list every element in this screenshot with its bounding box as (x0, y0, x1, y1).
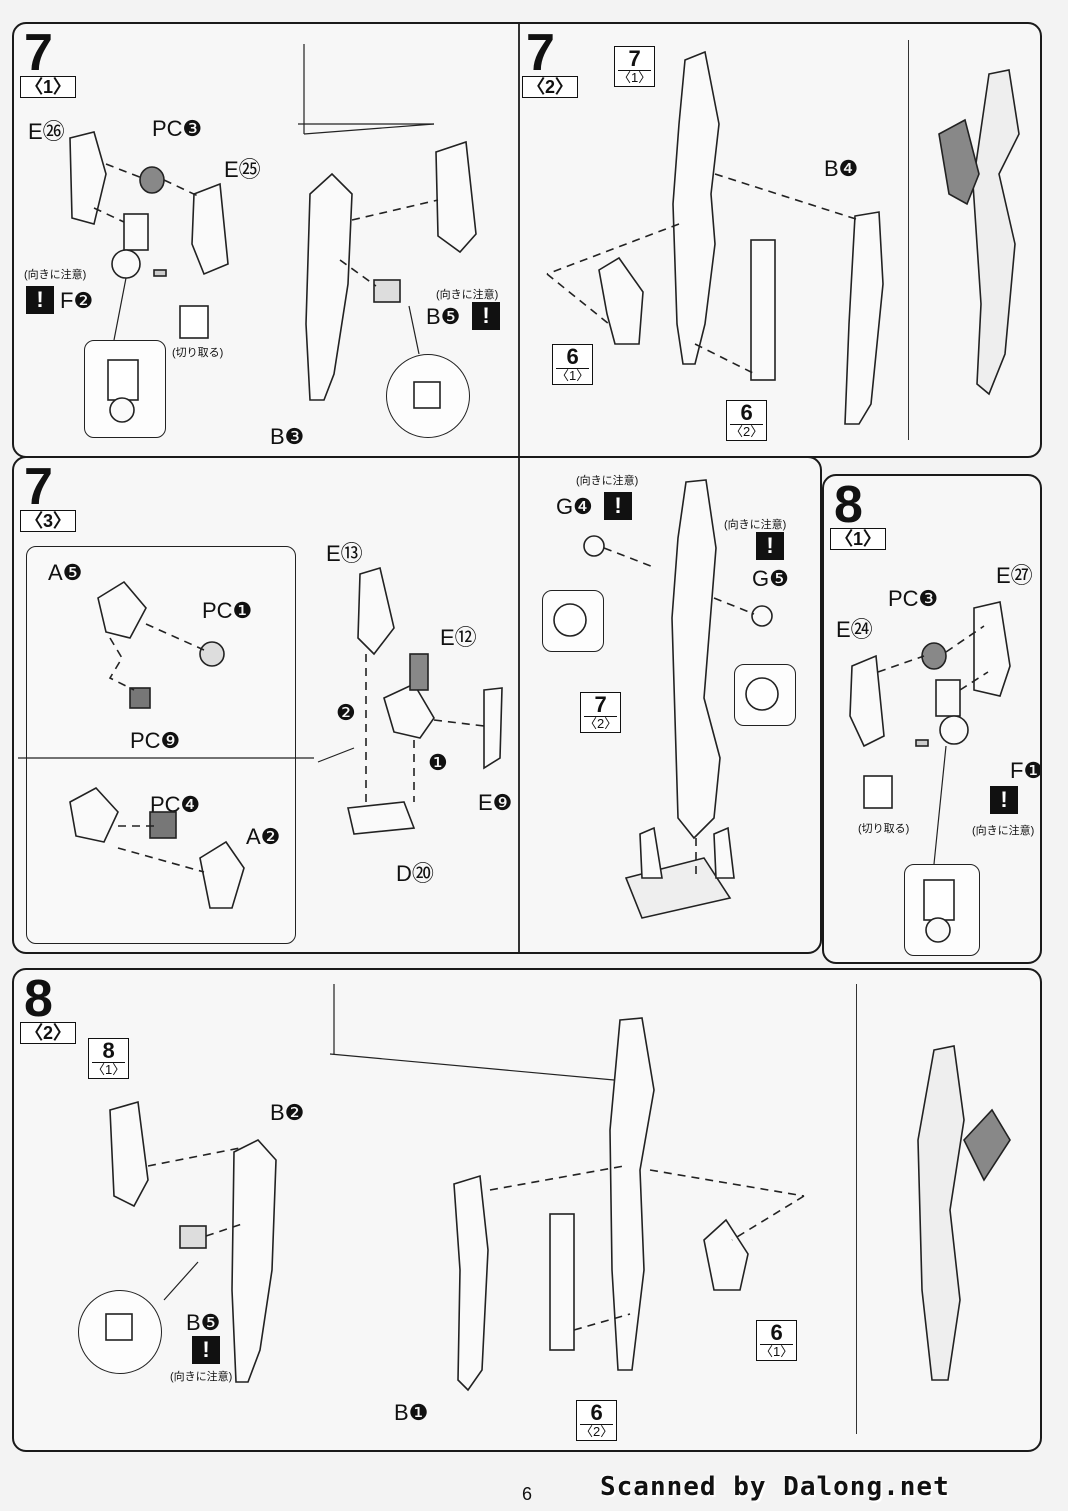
ref-sub: 〈1〉 (618, 70, 652, 85)
reference-box: 6 〈2〉 (726, 400, 768, 441)
reference-box: 6 〈1〉 (756, 1320, 798, 1361)
orientation-note: (向きに注意) (24, 269, 87, 281)
warning-icon: ! (192, 1336, 220, 1364)
part-label-pc9: PC❾ (130, 728, 181, 753)
page-number: 6 (522, 1484, 533, 1504)
part-label-f1: F❶ (1010, 758, 1042, 783)
step-number: 8 (834, 476, 863, 534)
step-8-1-parts-illustration (849, 601, 1011, 943)
part-label-b2: B❷ (270, 1100, 305, 1125)
part-label-g5: G❺ (752, 566, 789, 591)
part-label-b4: B❹ (824, 156, 859, 181)
step-7-1-parts-illustration (69, 44, 477, 423)
orientation-note: (向きに注意) (170, 1371, 233, 1383)
part-label-a2: A❷ (246, 824, 281, 849)
part-label-pc1: PC❶ (202, 598, 253, 623)
step-number: 7 (526, 24, 555, 82)
step-sub: 〈1〉 (20, 76, 77, 98)
step-divider (518, 458, 520, 952)
step-order-2: ❷ (336, 700, 356, 725)
warning-icon: ! (990, 786, 1018, 814)
step-sub: 〈2〉 (20, 1022, 77, 1044)
ref-num: 8 (102, 1038, 115, 1063)
part-label-b5: B❺ (186, 1310, 221, 1335)
part-label-e12: E⑫ (440, 625, 477, 650)
ref-num: 7 (628, 46, 641, 71)
step-sub: 〈1〉 (830, 528, 887, 550)
result-divider (856, 984, 857, 1434)
ref-sub: 〈1〉 (760, 1344, 794, 1359)
step-divider (518, 24, 520, 456)
sub-assembly-box (26, 546, 296, 944)
step-number: 8 (24, 970, 53, 1028)
step-order-1: ❶ (428, 750, 448, 775)
step-sub: 〈3〉 (20, 510, 77, 532)
orientation-note: (向きに注意) (436, 289, 499, 301)
warning-icon: ! (472, 302, 500, 330)
result-divider (908, 40, 909, 440)
part-label-pc3: PC❸ (152, 116, 203, 141)
reference-box: 6 〈1〉 (552, 344, 594, 385)
orientation-note: (向きに注意) (724, 519, 787, 531)
reference-box: 7 〈2〉 (580, 692, 622, 733)
part-label-e25: E㉕ (224, 157, 261, 182)
reference-box: 7 〈1〉 (614, 46, 656, 87)
part-label-e9: E❾ (478, 790, 513, 815)
part-label-b3: B❸ (270, 424, 305, 449)
warning-icon: ! (26, 286, 54, 314)
step-number: 7 (24, 458, 53, 516)
ref-sub: 〈1〉 (92, 1062, 126, 1077)
ref-num: 7 (594, 692, 607, 717)
ref-num: 6 (740, 400, 753, 425)
ref-sub: 〈2〉 (730, 424, 764, 439)
part-label-g4: G❹ (556, 494, 593, 519)
part-label-e27: E㉗ (996, 563, 1033, 588)
step-7-3-parts-illustration (18, 479, 779, 919)
ref-sub: 〈1〉 (556, 368, 590, 383)
step-7-2-parts-illustration (546, 50, 1020, 425)
ref-sub: 〈2〉 (580, 1424, 614, 1439)
cut-note: (切り取る) (858, 823, 910, 835)
reference-box: 6 〈2〉 (576, 1400, 618, 1441)
step-8-2-parts-illustration (105, 984, 1011, 1392)
warning-icon: ! (756, 532, 784, 560)
part-label-pc3: PC❸ (888, 586, 939, 611)
part-label-f2: F❷ (60, 288, 94, 313)
step-sub: 〈2〉 (522, 76, 579, 98)
part-label-e26: E㉖ (28, 119, 65, 144)
part-label-e24: E㉔ (836, 617, 873, 642)
part-label-d20: D⑳ (396, 861, 434, 886)
ref-num: 6 (590, 1400, 603, 1425)
ref-num: 6 (770, 1320, 783, 1345)
ref-sub: 〈2〉 (584, 716, 618, 731)
part-label-b1: B❶ (394, 1400, 429, 1425)
orientation-note: (向きに注意) (576, 475, 639, 487)
step-8-2-panel: 8 〈2〉 8 〈1〉 B❷ B❺ ! (向きに注意) B❶ 6 〈1〉 6 〈… (12, 968, 1042, 1452)
warning-icon: ! (604, 492, 632, 520)
step-7-3-panel: 7 〈3〉 A❺ PC❶ PC❾ PC❹ A❷ E⑬ E⑫ ❷ ❶ E❾ D⑳ … (12, 456, 822, 954)
scan-credit: Scanned by Dalong.net (600, 1472, 950, 1502)
part-label-b5: B❺ (426, 304, 461, 329)
orientation-note: (向きに注意) (972, 825, 1035, 837)
part-label-e13: E⑬ (326, 541, 363, 566)
step-7-1-2-panel: 7 〈1〉 E㉖ PC❸ E㉕ (向きに注意) ! F❷ (切り取る) (向きに… (12, 22, 1042, 458)
ref-num: 6 (566, 344, 579, 369)
part-label-a5: A❺ (48, 560, 83, 585)
reference-box: 8 〈1〉 (88, 1038, 130, 1079)
cut-note: (切り取る) (172, 347, 224, 359)
step-number: 7 (24, 24, 53, 82)
step-8-1-panel: 8 〈1〉 E㉗ PC❸ E㉔ F❶ ! (向きに注意) (切り取る) (822, 474, 1042, 964)
